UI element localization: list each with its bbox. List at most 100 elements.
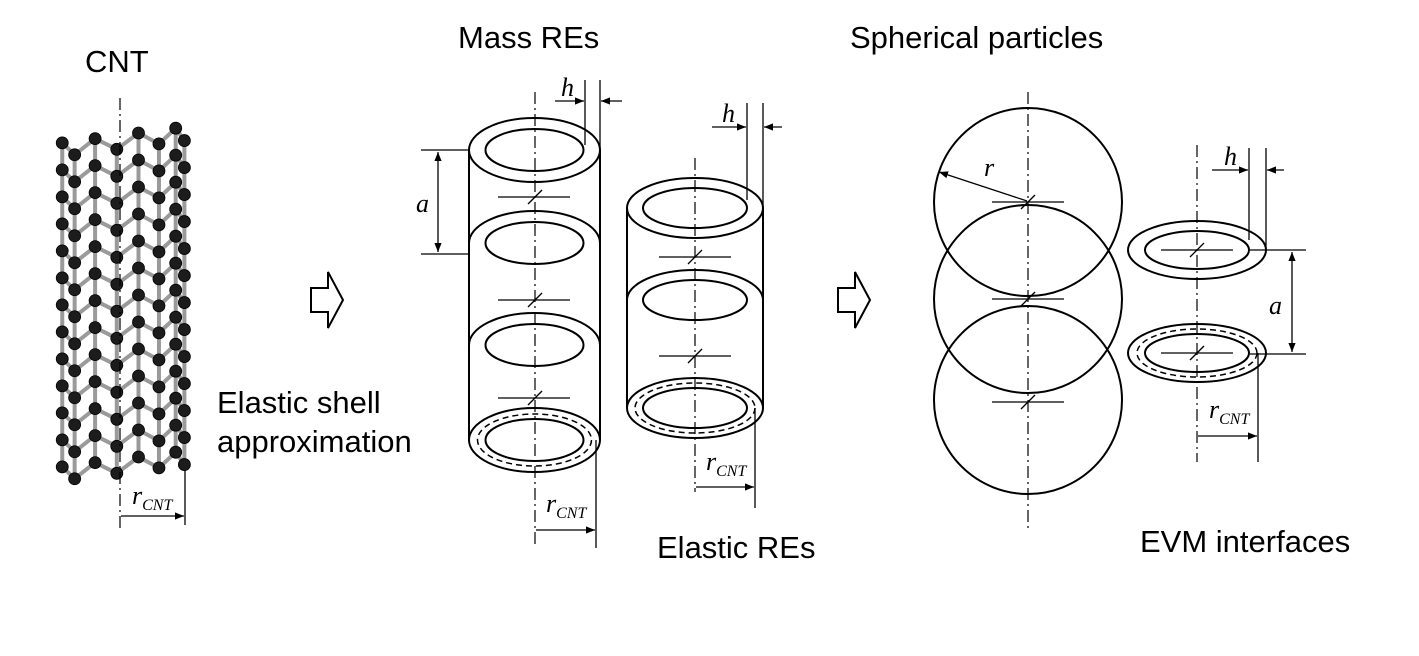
cnt-label: CNT xyxy=(85,44,149,79)
cnt-atom xyxy=(132,369,145,383)
cnt-atom xyxy=(55,217,69,231)
cnt-atom xyxy=(177,296,191,309)
evm-radius-symbol: rCNT xyxy=(1209,395,1250,428)
cnt-atom xyxy=(55,163,69,177)
cnt-atom xyxy=(88,456,102,470)
cnt-atom xyxy=(152,434,166,448)
cnt-atom xyxy=(169,310,183,324)
cnt-atom xyxy=(110,412,124,426)
mass-joint-1-tick xyxy=(527,189,543,205)
cnt-atom xyxy=(132,315,145,329)
cnt-atom xyxy=(169,445,183,459)
cnt-atom xyxy=(110,331,124,345)
mass-ring-1-outer xyxy=(468,117,601,183)
cnt-atom xyxy=(68,283,82,297)
cnt-radius-symbol: rCNT xyxy=(132,481,173,514)
cnt-atom xyxy=(132,423,145,437)
cnt-atom xyxy=(110,142,124,156)
cnt-atom xyxy=(110,358,124,372)
cnt-atom xyxy=(88,132,102,146)
cnt-atom xyxy=(177,323,191,336)
cnt-atom xyxy=(88,321,102,335)
cnt-atom xyxy=(152,137,166,151)
cnt-atom xyxy=(132,450,145,464)
cnt-atom xyxy=(132,234,145,248)
cnt-atom xyxy=(169,175,183,189)
cnt-atom xyxy=(132,261,145,275)
cnt-atom xyxy=(177,161,191,174)
cnt-atom xyxy=(68,445,82,459)
cnt-atom xyxy=(68,418,82,432)
spherical-particles-label: Spherical particles xyxy=(850,20,1103,55)
mass-res-label: Mass REs xyxy=(458,20,599,55)
cnt-atom xyxy=(169,283,183,297)
evm-ring-1-inner xyxy=(1144,230,1250,270)
cnt-atom xyxy=(88,213,102,227)
cnt-atom xyxy=(152,164,166,178)
elastic-h-symbol: h xyxy=(722,99,735,128)
cnt-atom xyxy=(110,439,124,453)
cnt-atom xyxy=(55,271,69,285)
mass-res-model: Mass REs a h xyxy=(416,20,622,548)
cnt-atom xyxy=(177,269,191,282)
cnt-atom xyxy=(177,215,191,228)
cnt-atom xyxy=(152,380,166,394)
evm-center-1-tick xyxy=(1189,242,1205,258)
cnt-atom xyxy=(110,277,124,291)
cnt-atom xyxy=(169,229,183,243)
mass-ring-1-inner xyxy=(484,128,585,172)
cnt-atom xyxy=(152,299,166,313)
elastic-res-label: Elastic REs xyxy=(657,530,815,565)
cnt-atom xyxy=(177,350,191,363)
cnt-atom xyxy=(88,186,102,200)
cnt-atom xyxy=(152,353,166,367)
cnt-atom xyxy=(68,364,82,378)
mass-ring-4-midsurface xyxy=(476,413,593,467)
evm-ring-2-midsurface xyxy=(1136,328,1258,378)
cnt-atom xyxy=(132,180,145,194)
cnt-atom xyxy=(169,256,183,270)
elastic-radius-symbol: rCNT xyxy=(706,447,747,480)
cnt-atom xyxy=(110,250,124,264)
cnt-atom xyxy=(110,385,124,399)
cnt-atom xyxy=(55,352,69,366)
cnt-atom xyxy=(177,242,191,255)
cnt-atom xyxy=(88,348,102,362)
cnt-atom xyxy=(110,169,124,183)
cnt-atom xyxy=(132,207,145,221)
cnt-atom xyxy=(88,240,102,254)
cnt-atom xyxy=(68,337,82,351)
cnt-atom xyxy=(169,337,183,351)
cnt-atom xyxy=(177,188,191,201)
cnt-atom xyxy=(110,223,124,237)
cnt-atom xyxy=(152,218,166,232)
cnt-atom xyxy=(152,407,166,421)
cnt-atom xyxy=(169,418,183,432)
mass-radius-symbol: rCNT xyxy=(546,489,587,522)
cnt-atom xyxy=(88,402,102,416)
cnt-atom xyxy=(177,404,191,417)
cnt-atom xyxy=(68,256,82,270)
cnt-atom xyxy=(169,391,183,405)
cnt-atom xyxy=(68,391,82,405)
cnt-atom xyxy=(88,159,102,173)
cnt-atom xyxy=(132,288,145,302)
cnt-atom xyxy=(177,431,191,444)
cnt-atom xyxy=(132,396,145,410)
cnt-atom xyxy=(55,190,69,204)
cnt-atom xyxy=(55,460,69,474)
cnt-structure: CNT rCNT xyxy=(55,44,191,528)
sphere-center-2-tick xyxy=(1020,291,1036,307)
cnt-atom xyxy=(152,326,166,340)
cnt-atom xyxy=(68,310,82,324)
mass-joint-3-tick xyxy=(527,390,543,406)
evm-center-2-tick xyxy=(1189,345,1205,361)
shell-label-line2: approximation xyxy=(217,424,412,459)
cnt-atom xyxy=(169,121,183,135)
cnt-atom xyxy=(55,298,69,312)
sphere-center-1-tick xyxy=(1020,194,1036,210)
sphere-radius-symbol: r xyxy=(984,153,995,182)
cnt-atom xyxy=(169,148,183,162)
hollow-right-arrow-icon xyxy=(837,271,872,329)
